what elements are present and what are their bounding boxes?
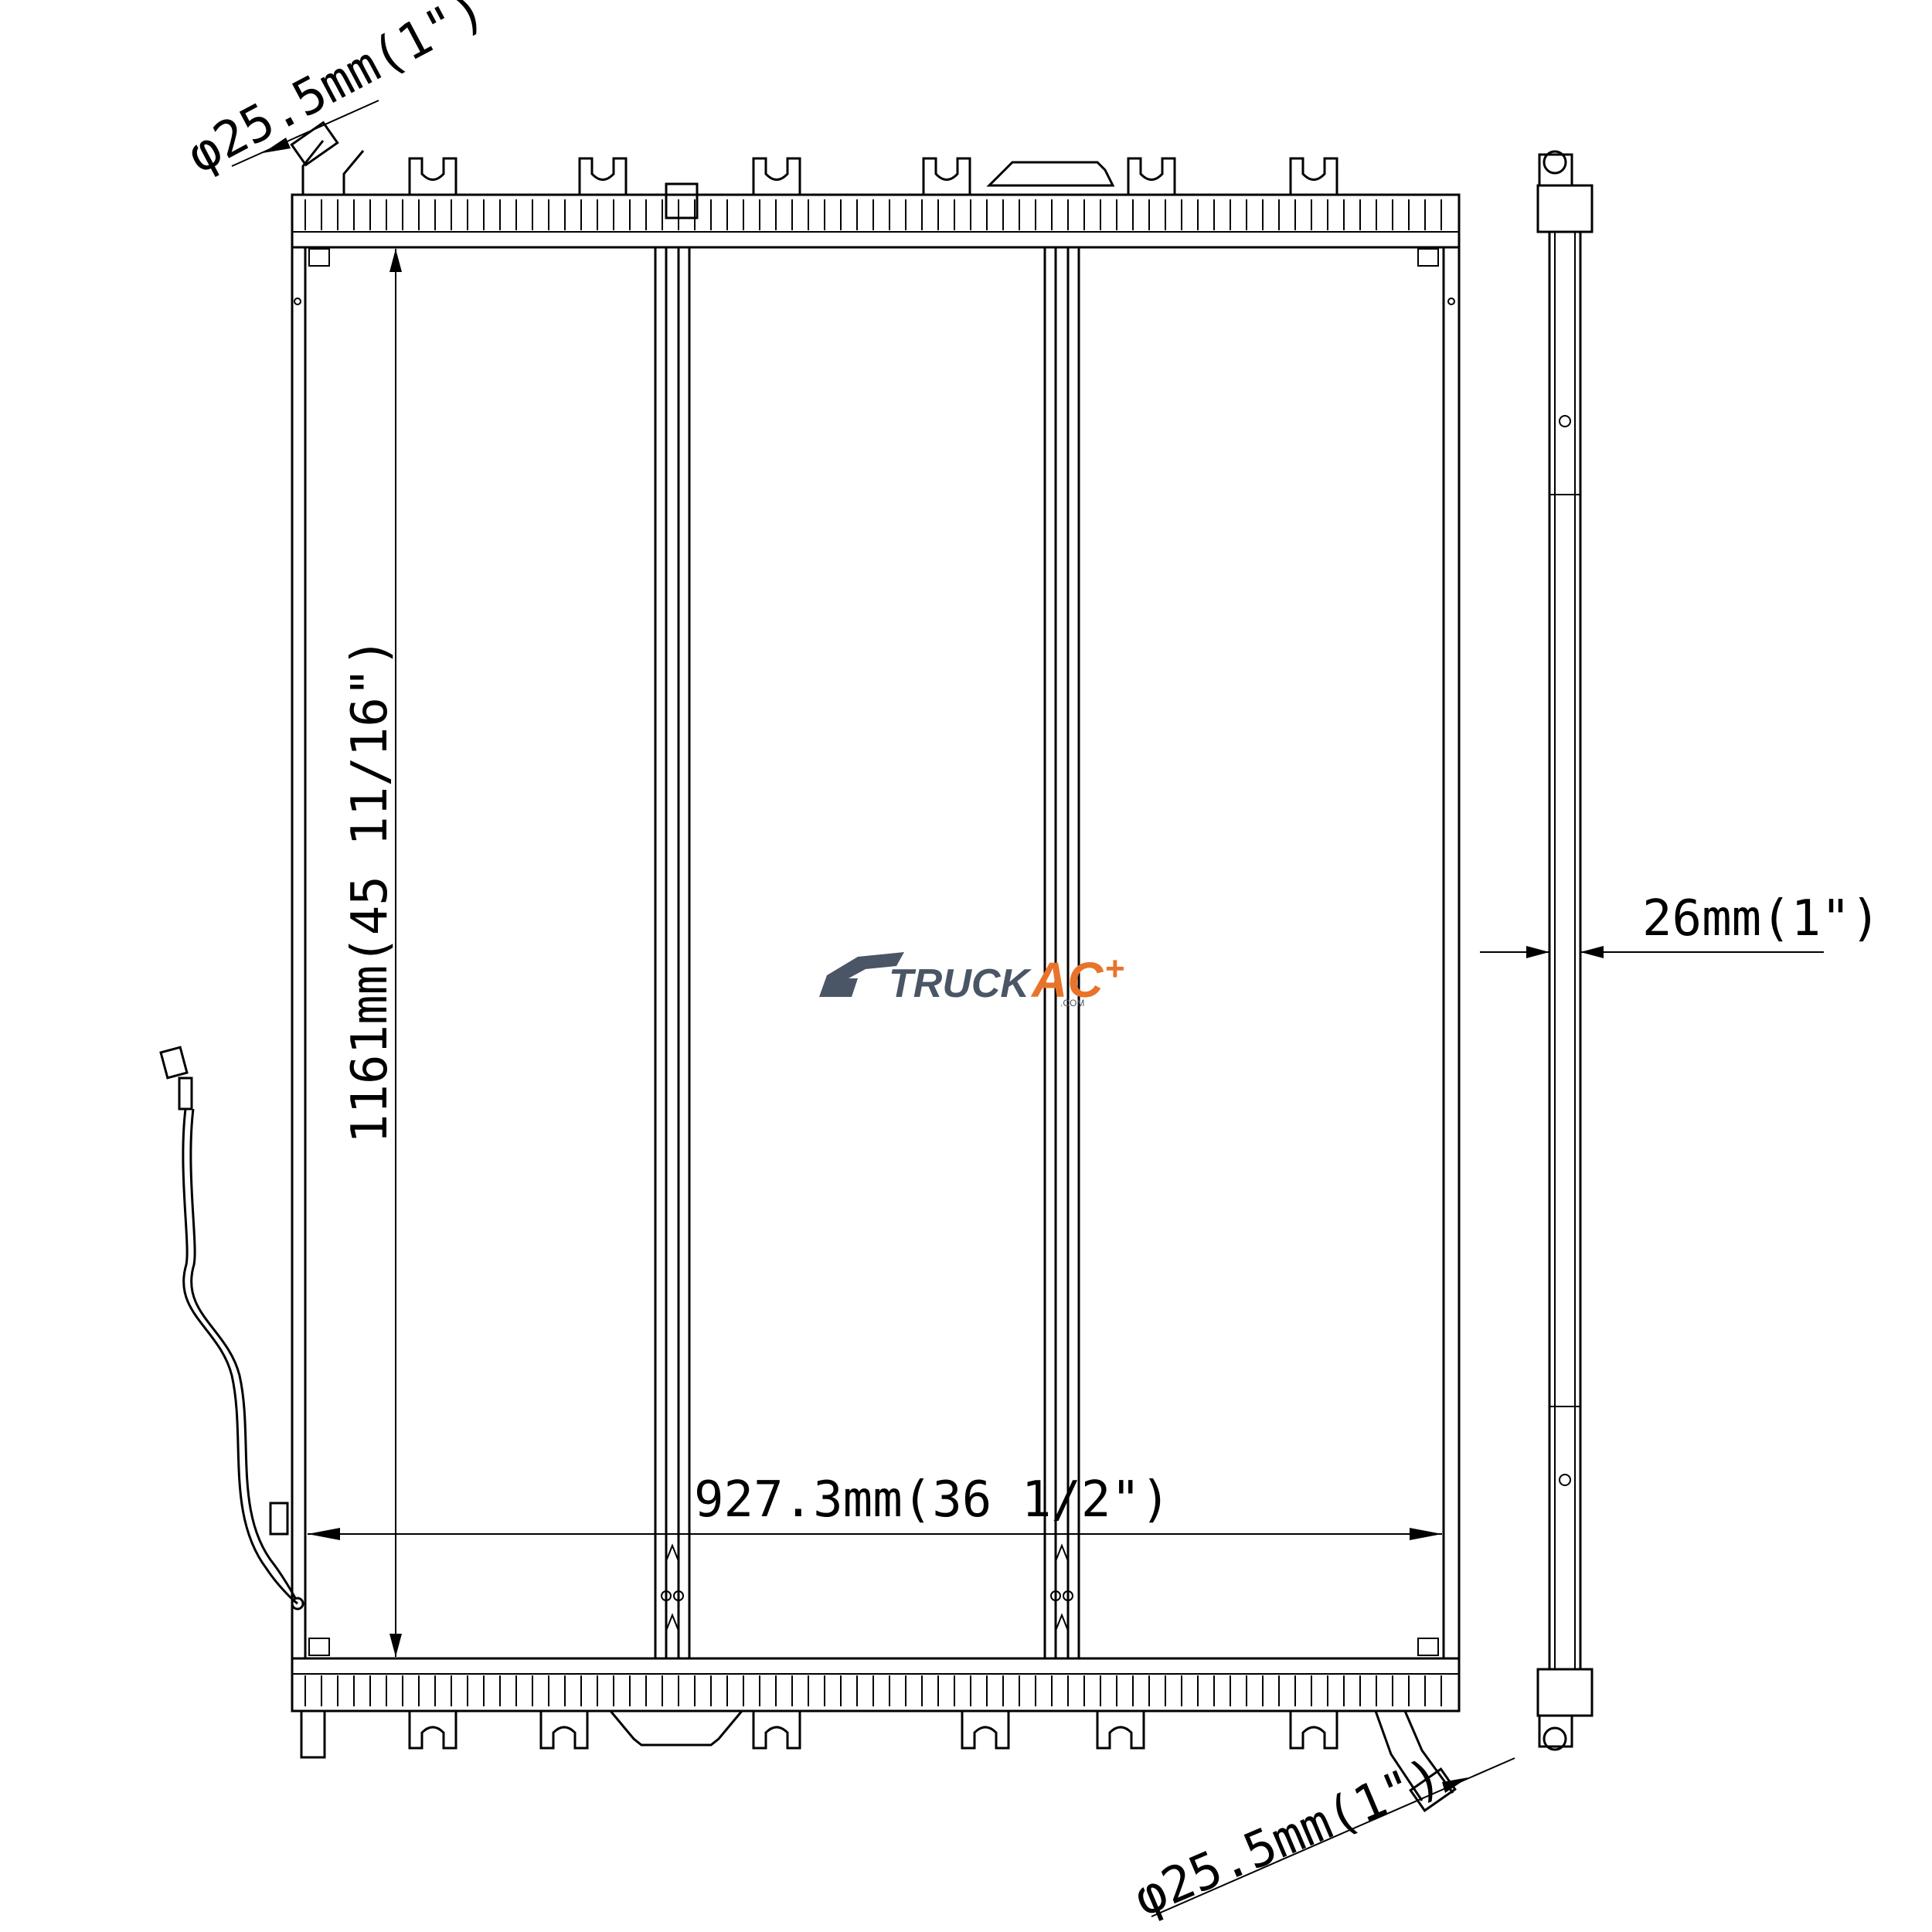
height-label: 1161mm(45 11/16")	[342, 638, 399, 1144]
top-mount-brackets	[408, 157, 1338, 195]
logo-word-truck: TRUCK	[889, 961, 1032, 1006]
truckac-logo: TRUCK AC + .COM	[819, 950, 1125, 1009]
depth-label: 26mm(1")	[1642, 890, 1880, 947]
outlet-diameter-leader	[1151, 1757, 1515, 1917]
sensor-wire	[159, 1046, 304, 1611]
top-tank	[291, 193, 1461, 249]
bottom-center-mount	[300, 1709, 743, 1759]
truck-silhouette-icon	[819, 952, 904, 997]
bottom-tank-ribs	[304, 1675, 1442, 1706]
logo-plus: +	[1105, 950, 1125, 988]
top-tank-ribs	[304, 199, 1442, 230]
core-dividers	[654, 247, 1080, 1658]
logo-word-ac: AC	[1030, 952, 1104, 1008]
front-view: φ25.5mm(1") 1161mm(45 11/16") 927.3mm(36…	[159, 0, 1515, 1928]
inlet-diameter-label: φ25.5mm(1")	[179, 0, 495, 185]
top-filler-neck	[665, 161, 1115, 219]
outlet-diameter-label: φ25.5mm(1")	[1126, 1747, 1450, 1928]
inlet-pipe	[290, 121, 365, 195]
core-side-rails	[291, 247, 1461, 1658]
bottom-mount-brackets	[408, 1711, 1338, 1750]
side-bottom-tank	[1536, 1668, 1594, 1717]
depth-dimension-line	[1480, 946, 1824, 958]
side-bottom-cap	[1538, 1714, 1573, 1748]
bottom-tank	[291, 1657, 1461, 1713]
side-view: 26mm(1")	[1480, 150, 1880, 1751]
width-dimension-line	[308, 1528, 1442, 1540]
inlet-diameter-leader	[231, 100, 379, 167]
width-label: 927.3mm(36 1/2")	[694, 1471, 1171, 1529]
height-dimension-line	[389, 249, 402, 1657]
logo-suffix: .COM	[1060, 998, 1084, 1009]
side-top-cap	[1538, 153, 1573, 187]
side-top-tank	[1536, 184, 1594, 233]
corner-blocks	[294, 248, 1455, 1656]
